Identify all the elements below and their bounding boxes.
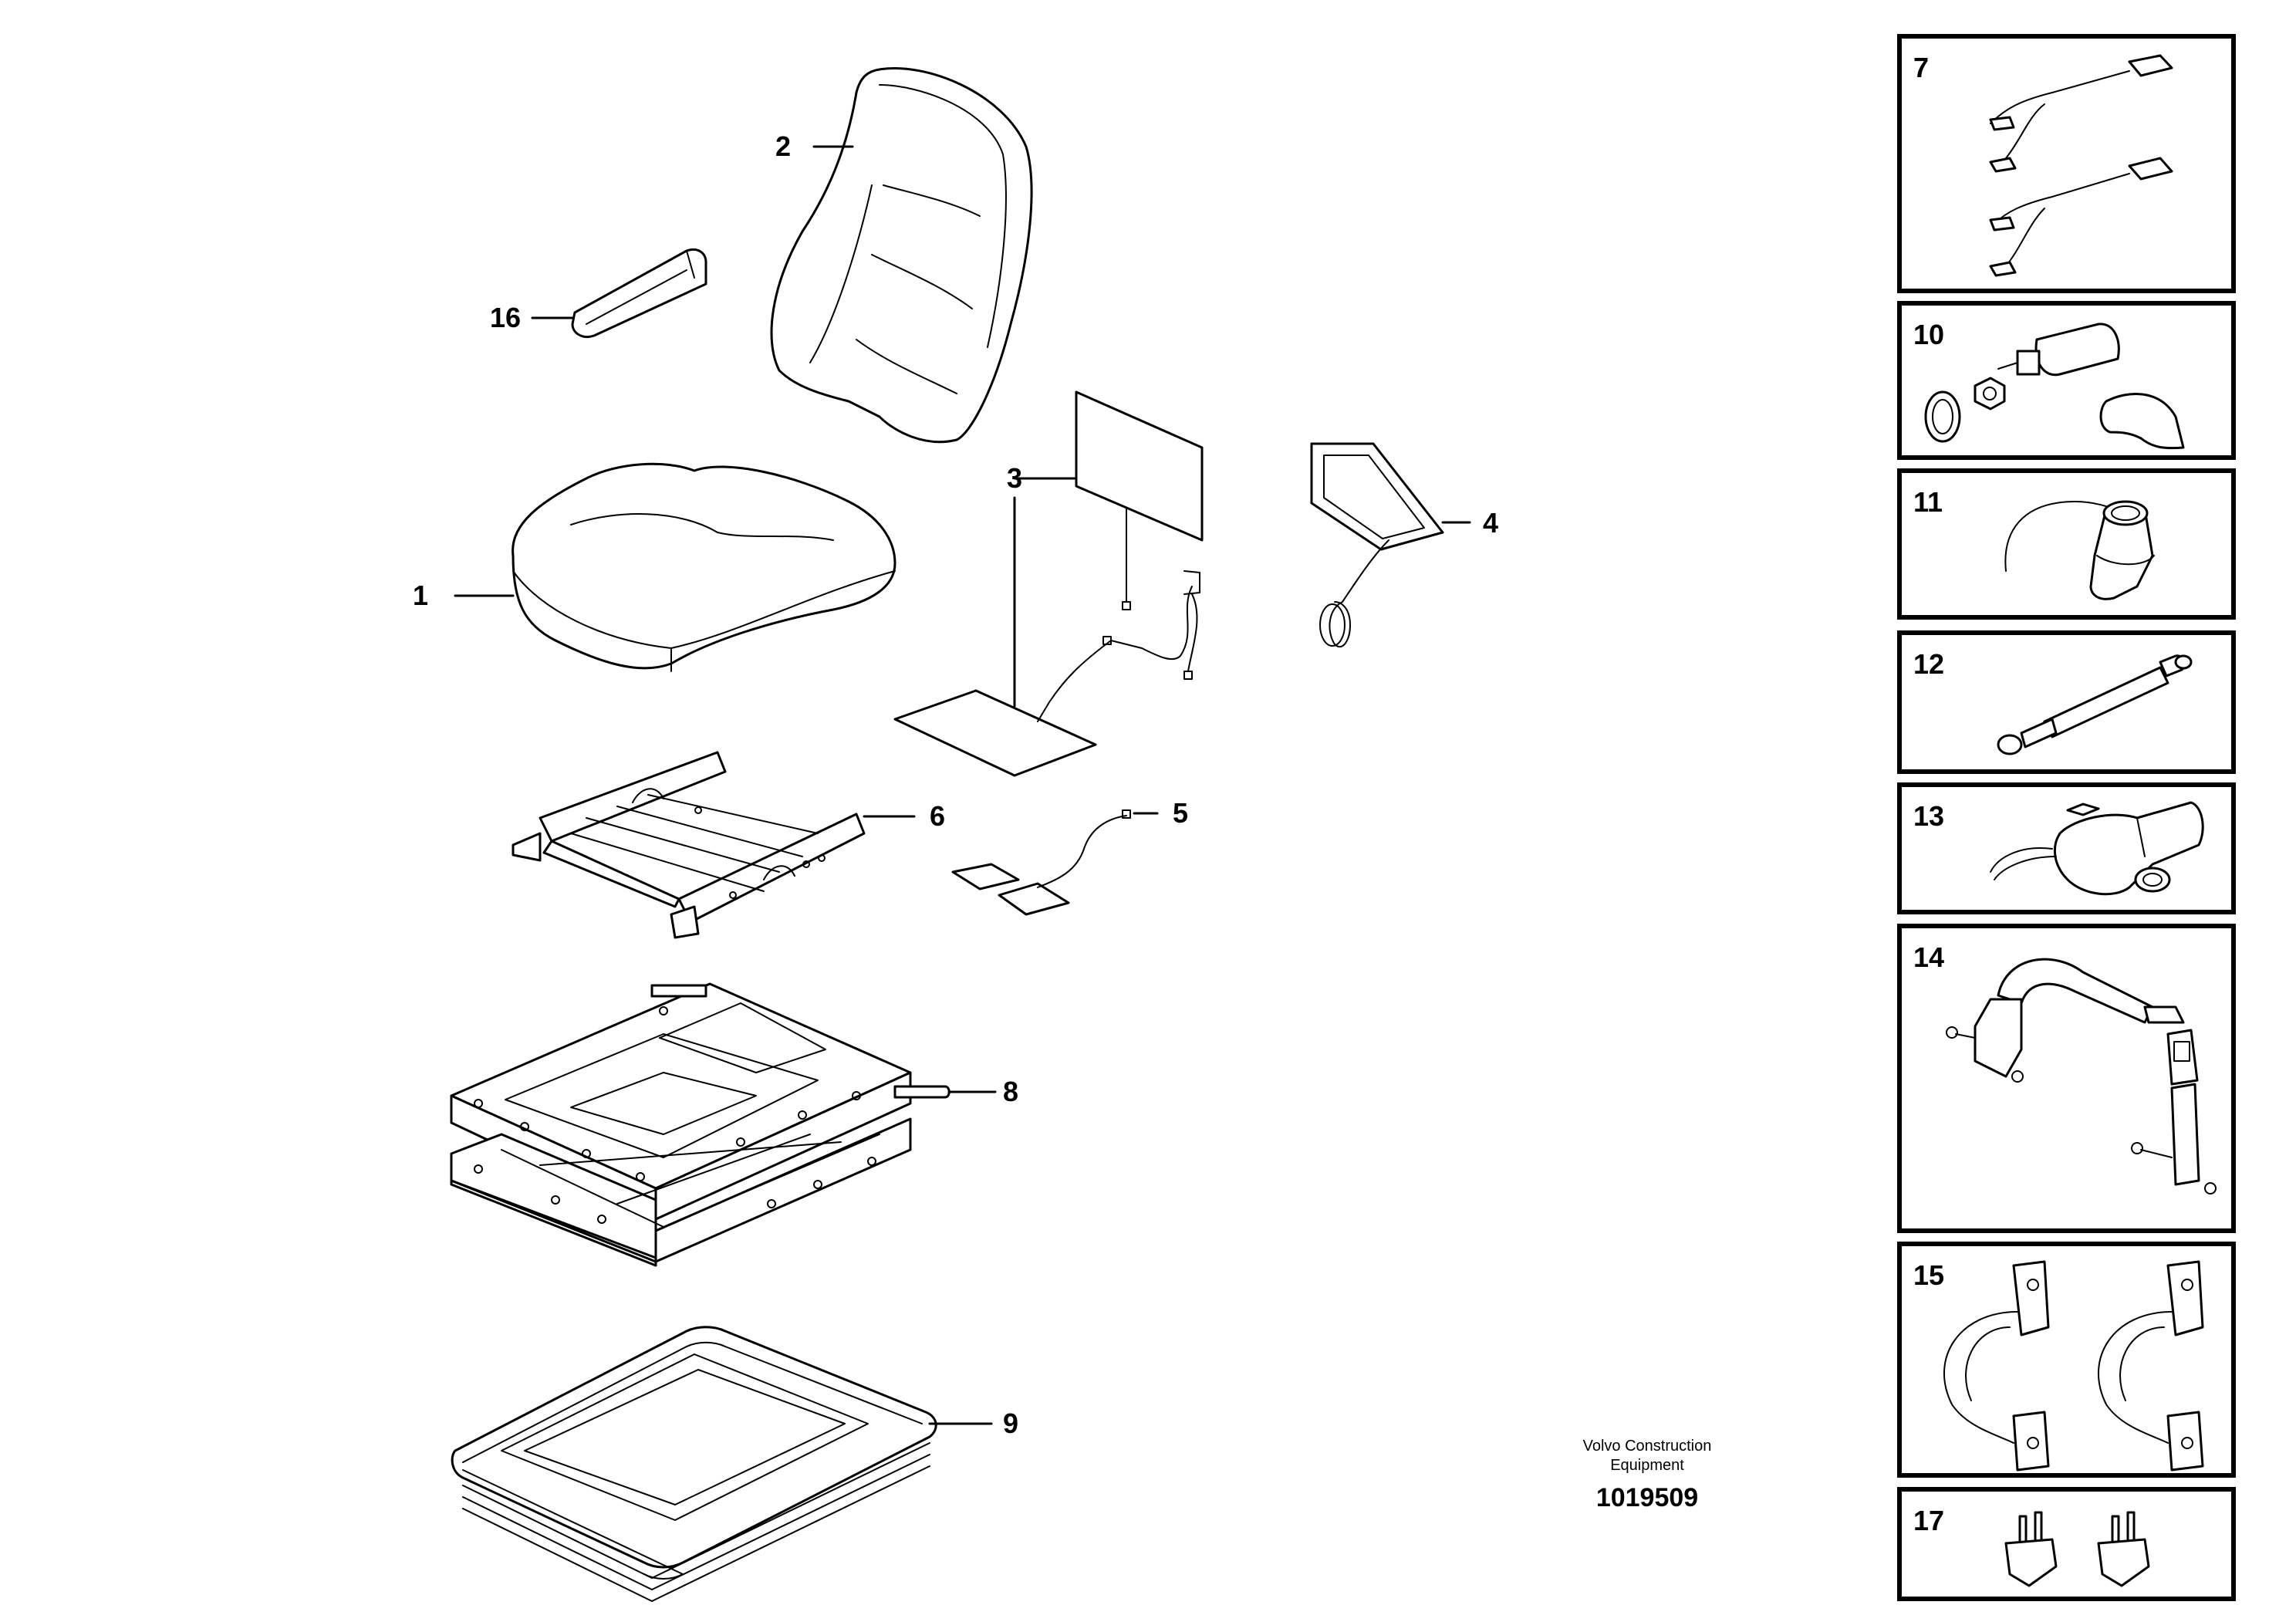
bellows-part (451, 1326, 937, 1602)
cable-part (1989, 54, 2173, 277)
armrest-part (571, 248, 707, 338)
box-10: 10 (1897, 301, 2236, 460)
box-label-17: 17 (1913, 1505, 1944, 1536)
box-label-14: 14 (1913, 941, 1944, 973)
callout-8: 8 (1003, 1076, 1018, 1107)
box-12: 12 (1897, 630, 2236, 774)
box-13: 13 (1897, 782, 2236, 914)
box-label-13: 13 (1913, 800, 1944, 832)
box-label-7: 7 (1913, 52, 1929, 83)
box-7: 7 (1897, 34, 2236, 293)
callout-16: 16 (490, 302, 521, 333)
company-line-2: Equipment (1610, 1457, 1684, 1474)
sensor-part (951, 809, 1131, 916)
callout-3: 3 (1007, 462, 1022, 494)
box-17: 17 (1897, 1487, 2236, 1601)
switch-part (1924, 323, 2185, 450)
box-15: 15 (1897, 1242, 2236, 1478)
seat-cushion-part (512, 462, 896, 672)
box-label-15: 15 (1913, 1259, 1944, 1291)
callout-9: 9 (1003, 1407, 1018, 1439)
box-label-12: 12 (1913, 648, 1944, 680)
box-11: 11 (1897, 468, 2236, 620)
slide-rails-part (512, 751, 866, 939)
callout-1: 1 (413, 580, 428, 611)
callout-6: 6 (930, 800, 945, 832)
seat-heater-part (893, 390, 1204, 777)
box-label-10: 10 (1913, 319, 1944, 350)
seat-belt-part (1946, 958, 2217, 1195)
strap-clamp-part (1943, 1260, 2204, 1472)
callout-4: 4 (1483, 507, 1498, 539)
sensor-knob-part (2004, 500, 2155, 600)
label-part (1310, 442, 1444, 648)
drawing-number: 1019509 (1596, 1483, 1698, 1512)
gas-spring-part (1997, 654, 2193, 755)
callout-2: 2 (775, 130, 791, 162)
callout-5: 5 (1173, 797, 1188, 829)
plug-part (2004, 1511, 2150, 1587)
backrest-part (770, 67, 1033, 444)
box-label-11: 11 (1913, 486, 1943, 518)
company-line-1: Volvo Construction (1583, 1438, 1712, 1455)
suspension-part (450, 982, 950, 1267)
box-14: 14 (1897, 924, 2236, 1233)
motor-part (1990, 801, 2204, 896)
